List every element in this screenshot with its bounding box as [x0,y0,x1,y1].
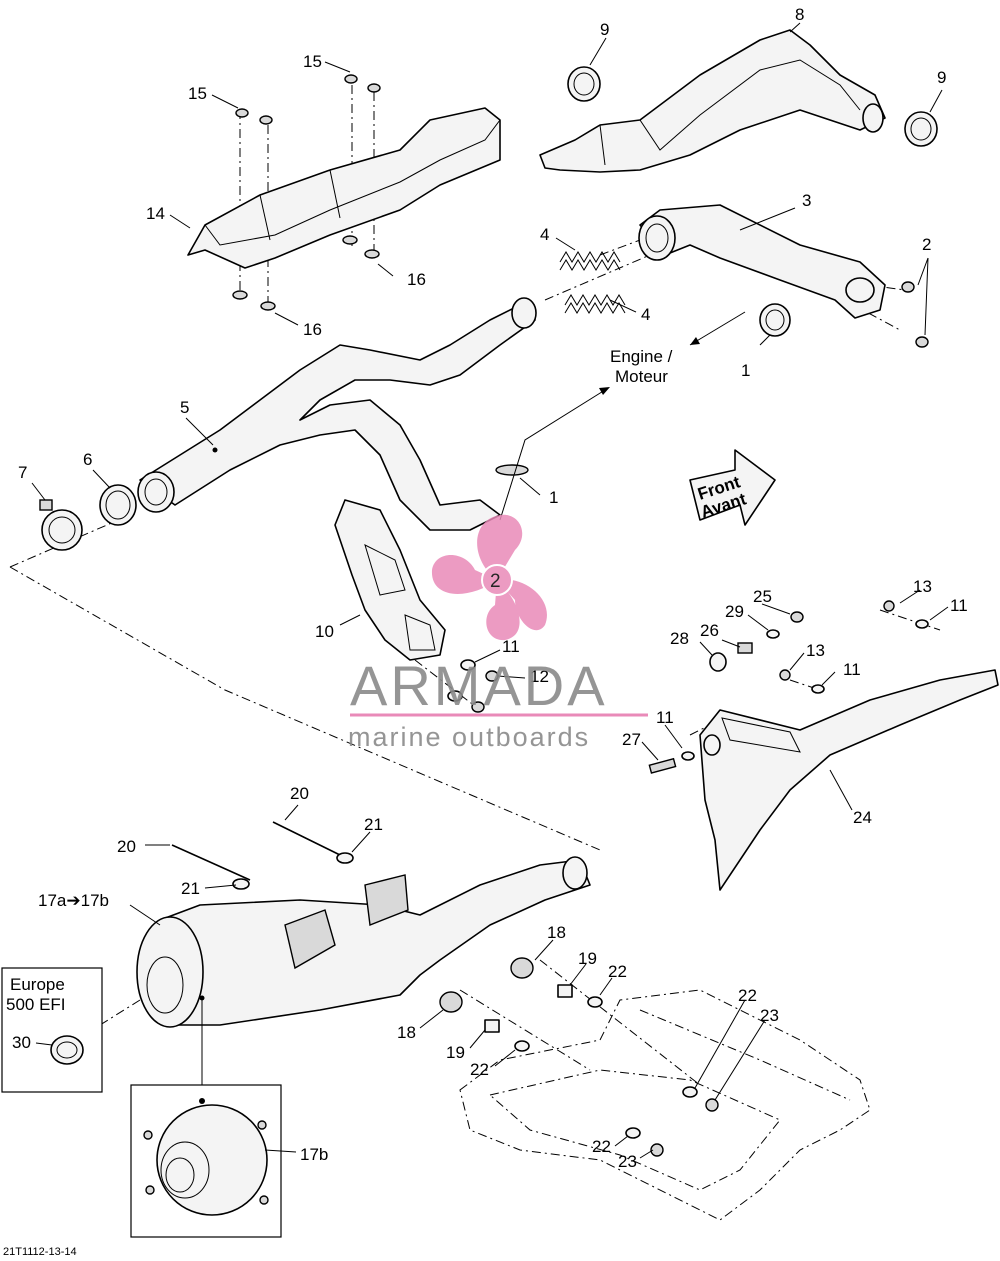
callout-23-frame: 23 [760,1006,779,1025]
efi-label: 500 EFI [6,995,66,1014]
callout-22-left: 22 [470,1060,489,1079]
callout-28: 28 [670,629,689,648]
right-fasteners [648,600,929,774]
callout-labels: 9 8 9 15 15 14 16 16 3 2 4 4 1 1 5 6 7 1… [12,5,968,1171]
clamp-9 [567,66,938,147]
front-arrow: Front Avant [689,449,776,526]
bolts-20-21 [171,821,354,890]
callout-17b-detail: 17b [300,1145,328,1164]
clamp-7 [39,499,83,551]
armada-watermark: 2 ARMADA marine outboards [348,514,648,752]
callout-20-top: 20 [290,784,309,803]
callout-11-left: 11 [502,637,520,656]
callout-9-left: 9 [600,20,609,39]
callout-17: 17a➔17b [38,891,109,910]
callout-18-right: 18 [547,923,566,942]
shield-fasteners [232,74,381,311]
callout-22-bottom: 22 [592,1137,611,1156]
callout-24: 24 [853,808,872,827]
detail-box-17b [130,1084,282,1238]
sleeve-6 [99,484,137,526]
callout-1-middle: 1 [549,488,558,507]
callout-22-frame: 22 [738,986,757,1005]
manifold-3 [638,204,929,348]
callout-29: 29 [725,602,744,621]
duct-8 [539,29,886,173]
propeller-logo-icon: 2 [431,514,547,641]
callout-6: 6 [83,450,92,469]
callout-14: 14 [146,204,165,223]
callout-12: 12 [530,667,549,686]
callout-8: 8 [795,5,804,24]
callout-15-top: 15 [303,52,322,71]
callout-11-far-right: 11 [950,596,968,615]
callout-19-right: 19 [578,949,597,968]
leader-lines [31,22,949,1159]
heat-shield-24 [699,669,999,891]
callout-25: 25 [753,587,772,606]
heat-shield-10 [334,499,446,661]
drawing-code: 21T1112-13-14 [3,1246,77,1258]
callout-13-middle: 13 [806,641,825,660]
badge-number: 2 [490,571,501,592]
muffler-17 [136,856,591,1085]
callout-1-top: 1 [741,361,750,380]
callout-23-bottom: 23 [618,1152,637,1171]
callout-27: 27 [622,730,641,749]
grommets-18-19-22-23 [439,957,719,1157]
callout-13-right: 13 [913,577,932,596]
frame-outline [459,989,871,1221]
callout-4-top: 4 [540,225,549,244]
europe-label: Europe [10,975,65,994]
callout-30: 30 [12,1033,31,1052]
callout-3: 3 [802,191,811,210]
brand-tagline: marine outboards [348,722,590,752]
callout-10: 10 [315,622,334,641]
callout-21-top: 21 [364,815,383,834]
header-pipe-5 [137,297,537,531]
washers-11-12 [447,659,499,713]
springs-4 [559,251,626,314]
europe-box: Europe 500 EFI [1,967,103,1093]
callout-22-right: 22 [608,962,627,981]
callout-20-left: 20 [117,837,136,856]
callout-18-left: 18 [397,1023,416,1042]
heat-shield-14 [187,107,501,269]
callout-15-left: 15 [188,84,207,103]
callout-11-lower: 11 [656,708,674,727]
engine-label: Engine / [610,347,673,366]
engine-label-group: Engine / Moteur [499,311,746,521]
callout-16-left: 16 [303,320,322,339]
callout-5: 5 [180,398,189,417]
callout-4-bottom: 4 [641,305,650,324]
callout-2-top: 2 [922,235,931,254]
callout-11-middle: 11 [843,660,861,679]
callout-21-left: 21 [181,879,200,898]
callout-19-left: 19 [446,1043,465,1062]
brand-name: ARMADA [350,654,608,717]
moteur-label: Moteur [615,367,668,386]
callout-7: 7 [18,463,27,482]
gasket-1 [495,303,791,476]
callout-16-right: 16 [407,270,426,289]
callout-9-right: 9 [937,68,946,87]
callout-26: 26 [700,621,719,640]
